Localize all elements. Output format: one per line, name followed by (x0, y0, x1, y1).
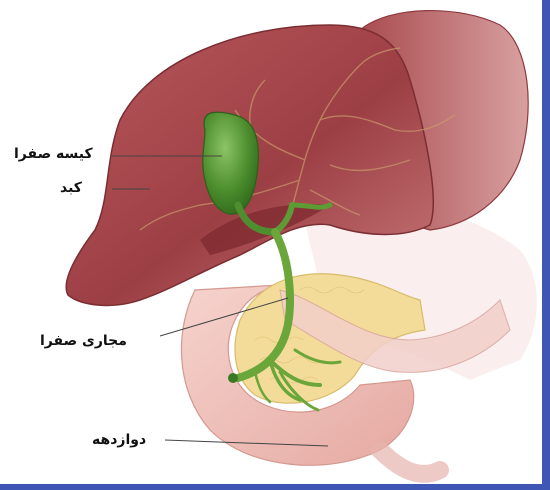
papilla-icon (228, 373, 238, 383)
duodenum-label: دوازدهه (92, 432, 146, 448)
frame-edge-right (542, 0, 550, 490)
liver-label: کبد (60, 180, 82, 196)
gallbladder-label: کیسه صفرا (14, 146, 93, 162)
gallbladder-icon (203, 112, 259, 214)
frame-edge-bottom (0, 484, 550, 490)
bile-duct-label: مجاری صفرا (40, 333, 127, 349)
